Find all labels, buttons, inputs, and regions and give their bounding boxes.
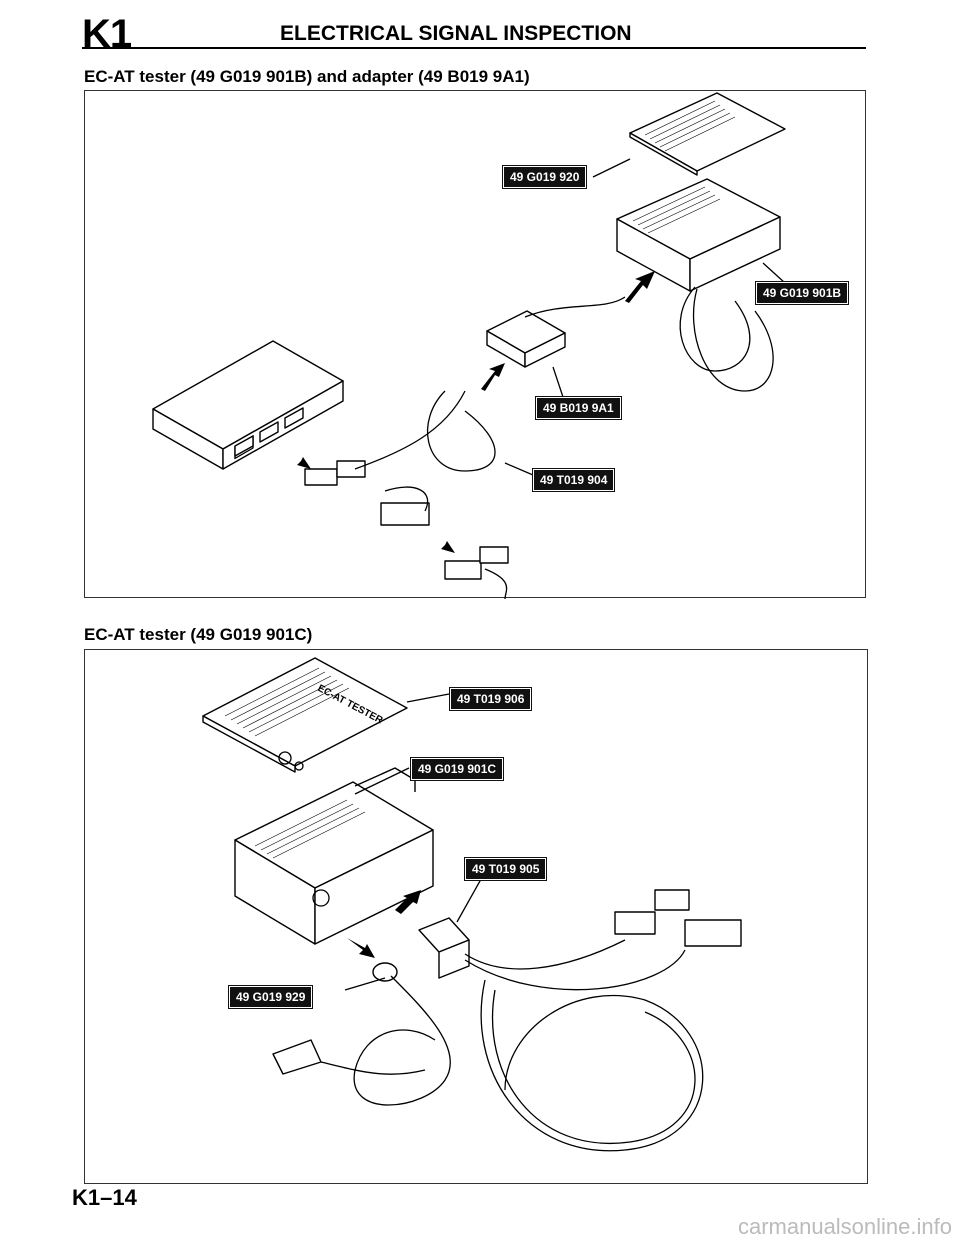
figure2-label-overlay: 49 T019 906 xyxy=(448,687,533,711)
figure1-label-tester: 49 G019 901B xyxy=(754,281,850,305)
figure1-frame: 49 G019 920 49 G019 901B 49 B019 9A1 49 … xyxy=(84,90,866,599)
figure2-label-harness: 49 T019 905 xyxy=(463,857,548,881)
figure1-label-overlay: 49 G019 920 xyxy=(501,165,588,189)
figure1-label-adapter: 49 B019 9A1 xyxy=(535,396,622,420)
figure1-illustration xyxy=(152,92,786,599)
figure2-frame: EC-AT TESTER 49 T019 906 49 G019 901C 49… xyxy=(84,649,868,1184)
page-number: K1–14 xyxy=(72,1185,137,1210)
page-title: ELECTRICAL SIGNAL INSPECTION xyxy=(280,22,632,45)
figure2-illustration: EC-AT TESTER xyxy=(202,657,742,1152)
figure1-label-harness: 49 T019 904 xyxy=(531,468,616,492)
figure2-caption: EC-AT tester (49 G019 901C) xyxy=(84,625,313,644)
watermark: carmanualsonline.info xyxy=(737,1214,952,1239)
figure1-caption: EC-AT tester (49 G019 901B) and adapter … xyxy=(84,67,530,86)
figure2-label-tester: 49 G019 901C xyxy=(409,757,505,781)
header-rule xyxy=(82,47,866,49)
section-code: K1 xyxy=(82,12,132,56)
figure2-label-power-cord: 49 G019 929 xyxy=(227,985,314,1009)
